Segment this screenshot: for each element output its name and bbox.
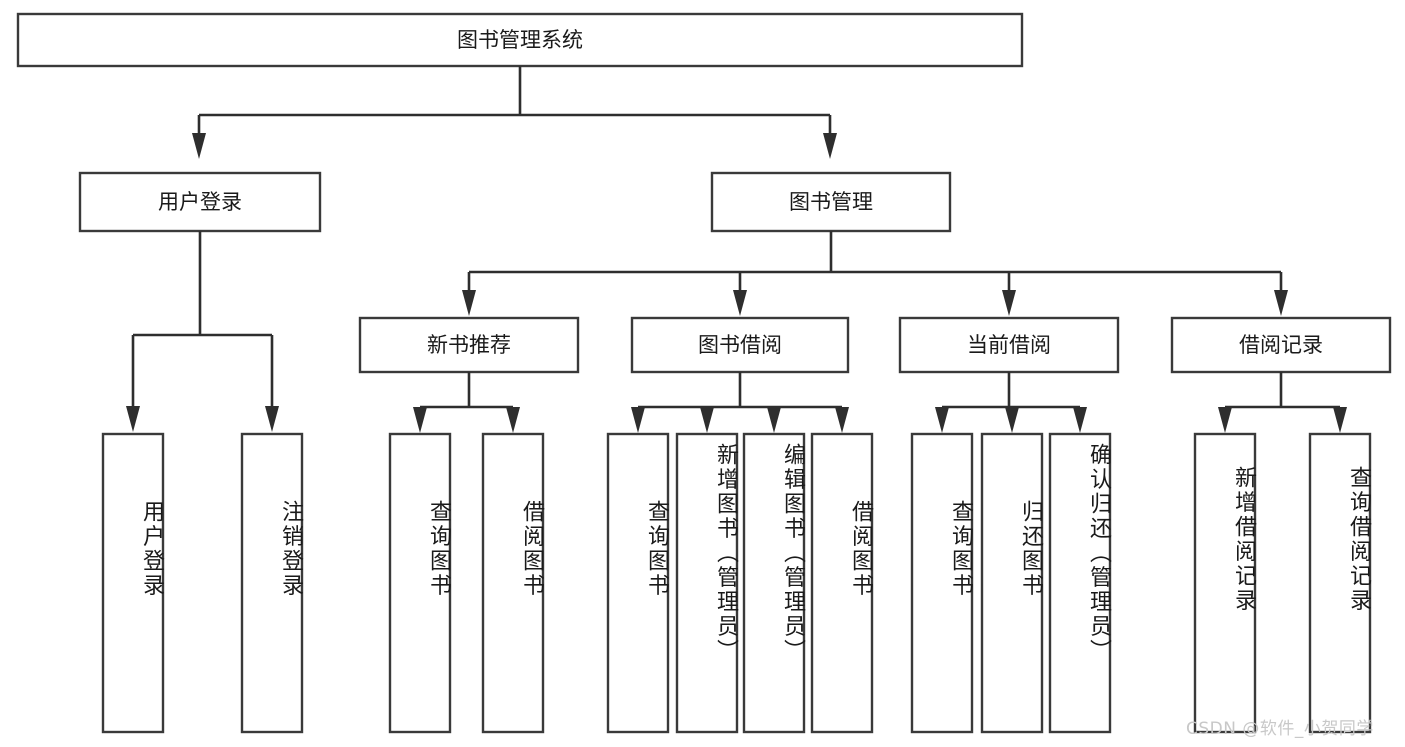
leaf-box-return-book[interactable]: [980, 432, 1044, 734]
node-root-system[interactable]: 图书管理系统: [16, 12, 1024, 68]
leaf-box-add-record[interactable]: [1193, 432, 1257, 734]
node-new-book-recommend-label: 新书推荐: [427, 333, 511, 357]
leaf-box-edit-book[interactable]: [742, 432, 806, 734]
node-book-manage-label: 图书管理: [789, 190, 873, 214]
arrow-head-leaf-user-login: [126, 406, 140, 432]
node-borrow-record[interactable]: 借阅记录: [1170, 316, 1392, 374]
arrow-head-leaf-confirm-return: [1073, 407, 1087, 433]
node-root-system-rect[interactable]: [16, 12, 1024, 68]
connector-book-manage-to-level2: [462, 231, 1288, 316]
leaf-box-logout[interactable]: [240, 432, 304, 734]
node-user-login[interactable]: 用户登录: [78, 171, 322, 233]
connector-borrow-record-to-leaves: [1218, 372, 1347, 433]
connector-book-borrow-to-leaves: [631, 372, 849, 433]
node-borrow-record-label: 借阅记录: [1239, 333, 1323, 357]
node-book-manage[interactable]: 图书管理: [710, 171, 952, 233]
csdn-watermark: CSDN @软件_小贺同学: [1186, 719, 1374, 739]
connector-user-login-to-leaves: [126, 231, 279, 432]
leaf-box-query-book-1[interactable]: [388, 432, 452, 734]
node-book-manage-rect[interactable]: [710, 171, 952, 233]
arrow-head-leaf-logout: [265, 406, 279, 432]
arrow-head-to-user-login: [192, 133, 206, 159]
arrow-head-to-borrow-record: [1274, 290, 1288, 316]
arrow-head-leaf-add-book: [700, 407, 714, 433]
node-current-borrow-rect[interactable]: [898, 316, 1120, 374]
arrow-head-leaf-query-book-2: [631, 407, 645, 433]
arrow-head-to-current-borrow: [1002, 290, 1016, 316]
leaf-box-query-record[interactable]: [1308, 432, 1372, 734]
arrow-head-to-book-manage: [823, 133, 837, 159]
leaf-box-query-book-3[interactable]: [910, 432, 974, 734]
leaf-box-borrow-book-1[interactable]: [481, 432, 545, 734]
arrow-head-leaf-borrow-book-2: [835, 407, 849, 433]
leaf-box-query-book-2[interactable]: [606, 432, 670, 734]
arrow-head-leaf-edit-book: [767, 407, 781, 433]
connector-current-borrow-to-leaves: [935, 372, 1087, 433]
arrow-head-leaf-borrow-book-1: [506, 407, 520, 433]
node-new-book-recommend[interactable]: 新书推荐: [358, 316, 580, 374]
arrow-head-leaf-query-book-3: [935, 407, 949, 433]
arrow-head-to-book-borrow: [733, 290, 747, 316]
node-book-borrow[interactable]: 图书借阅: [630, 316, 850, 374]
leaf-box-borrow-book-2[interactable]: [810, 432, 874, 734]
node-borrow-record-rect[interactable]: [1170, 316, 1392, 374]
node-root-system-label: 图书管理系统: [457, 28, 583, 52]
arrow-head-to-new-book: [462, 290, 476, 316]
arrow-head-leaf-query-record: [1333, 407, 1347, 433]
leaf-box-add-book[interactable]: [675, 432, 739, 734]
connector-new-book-to-leaves: [413, 372, 520, 433]
arrow-head-leaf-query-book-1: [413, 407, 427, 433]
leaf-box-user-login[interactable]: [101, 432, 165, 734]
node-book-borrow-label: 图书借阅: [698, 333, 782, 357]
node-current-borrow[interactable]: 当前借阅: [898, 316, 1120, 374]
arrow-head-leaf-add-record: [1218, 407, 1232, 433]
leaf-box-confirm-return[interactable]: [1048, 432, 1112, 734]
node-new-book-recommend-rect[interactable]: [358, 316, 580, 374]
arrow-head-leaf-return-book: [1005, 407, 1019, 433]
node-current-borrow-label: 当前借阅: [967, 333, 1051, 357]
connector-root-to-level1: [192, 66, 837, 159]
node-book-borrow-rect[interactable]: [630, 316, 850, 374]
node-user-login-label: 用户登录: [158, 190, 242, 214]
